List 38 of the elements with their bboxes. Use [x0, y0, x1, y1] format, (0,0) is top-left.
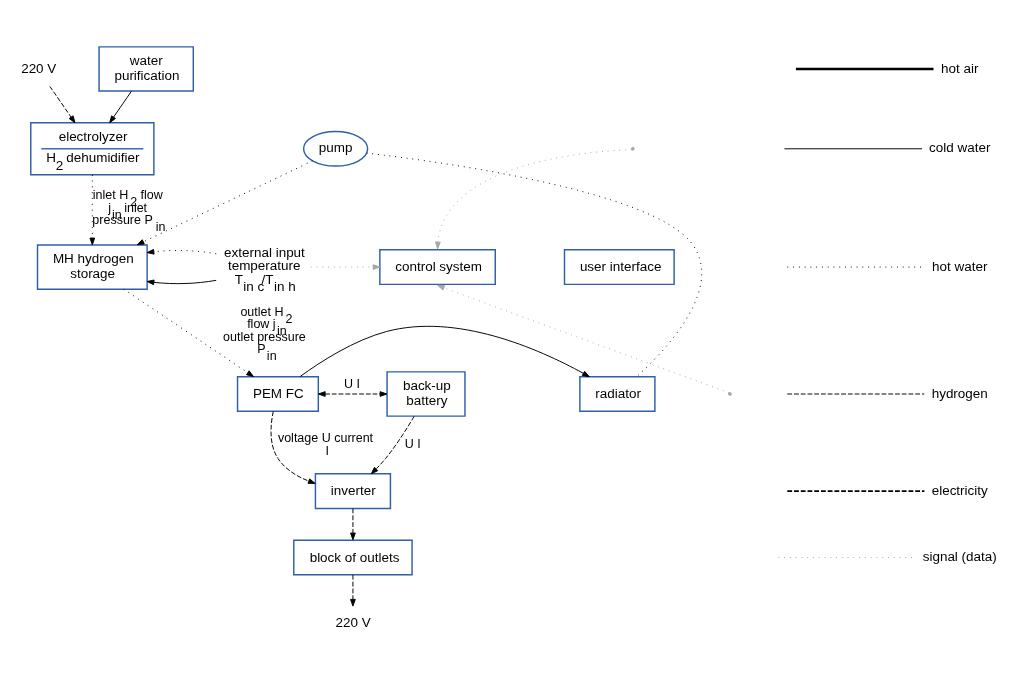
arrow [270, 411, 316, 484]
node-box: user interface [563, 249, 675, 286]
node-box: water purification [98, 46, 194, 92]
node-box: radiator [579, 375, 656, 413]
node-box: PEM FC [236, 375, 320, 413]
edge-label: U I [404, 437, 421, 452]
node-text: 220 V [21, 60, 57, 76]
arrow [49, 85, 76, 124]
legend-label: hot air [941, 60, 979, 76]
node-box: inverter [314, 473, 392, 510]
legend-label: electricity [931, 482, 988, 498]
arrow [136, 160, 313, 246]
legend-label: signal (data) [922, 549, 997, 565]
arrow [437, 284, 730, 394]
node-box: control system [379, 249, 496, 286]
arrow [317, 391, 388, 397]
arrow [109, 90, 132, 124]
arrow [350, 574, 356, 607]
node-box: block of outlets [293, 539, 413, 576]
arrow [435, 149, 632, 250]
arrow [370, 415, 415, 475]
arrow [350, 508, 356, 541]
arrow [146, 248, 217, 255]
node-text: 220 V [335, 615, 371, 631]
arrow [310, 264, 381, 270]
connector [366, 152, 702, 377]
node-ellipse: pump [302, 130, 369, 167]
edge-label: voltage U current I [277, 430, 374, 458]
arrow [299, 325, 590, 378]
node-box: back-up battery [386, 371, 466, 417]
legend-label: hot water [932, 258, 988, 274]
arrow [89, 174, 96, 246]
legend-label: cold water [929, 140, 991, 156]
edge-label: U I [344, 376, 361, 391]
node-box: MH hydrogen storage [36, 244, 148, 290]
arrow [123, 288, 254, 377]
legend-label: hydrogen [931, 385, 988, 401]
arrow [146, 279, 217, 286]
